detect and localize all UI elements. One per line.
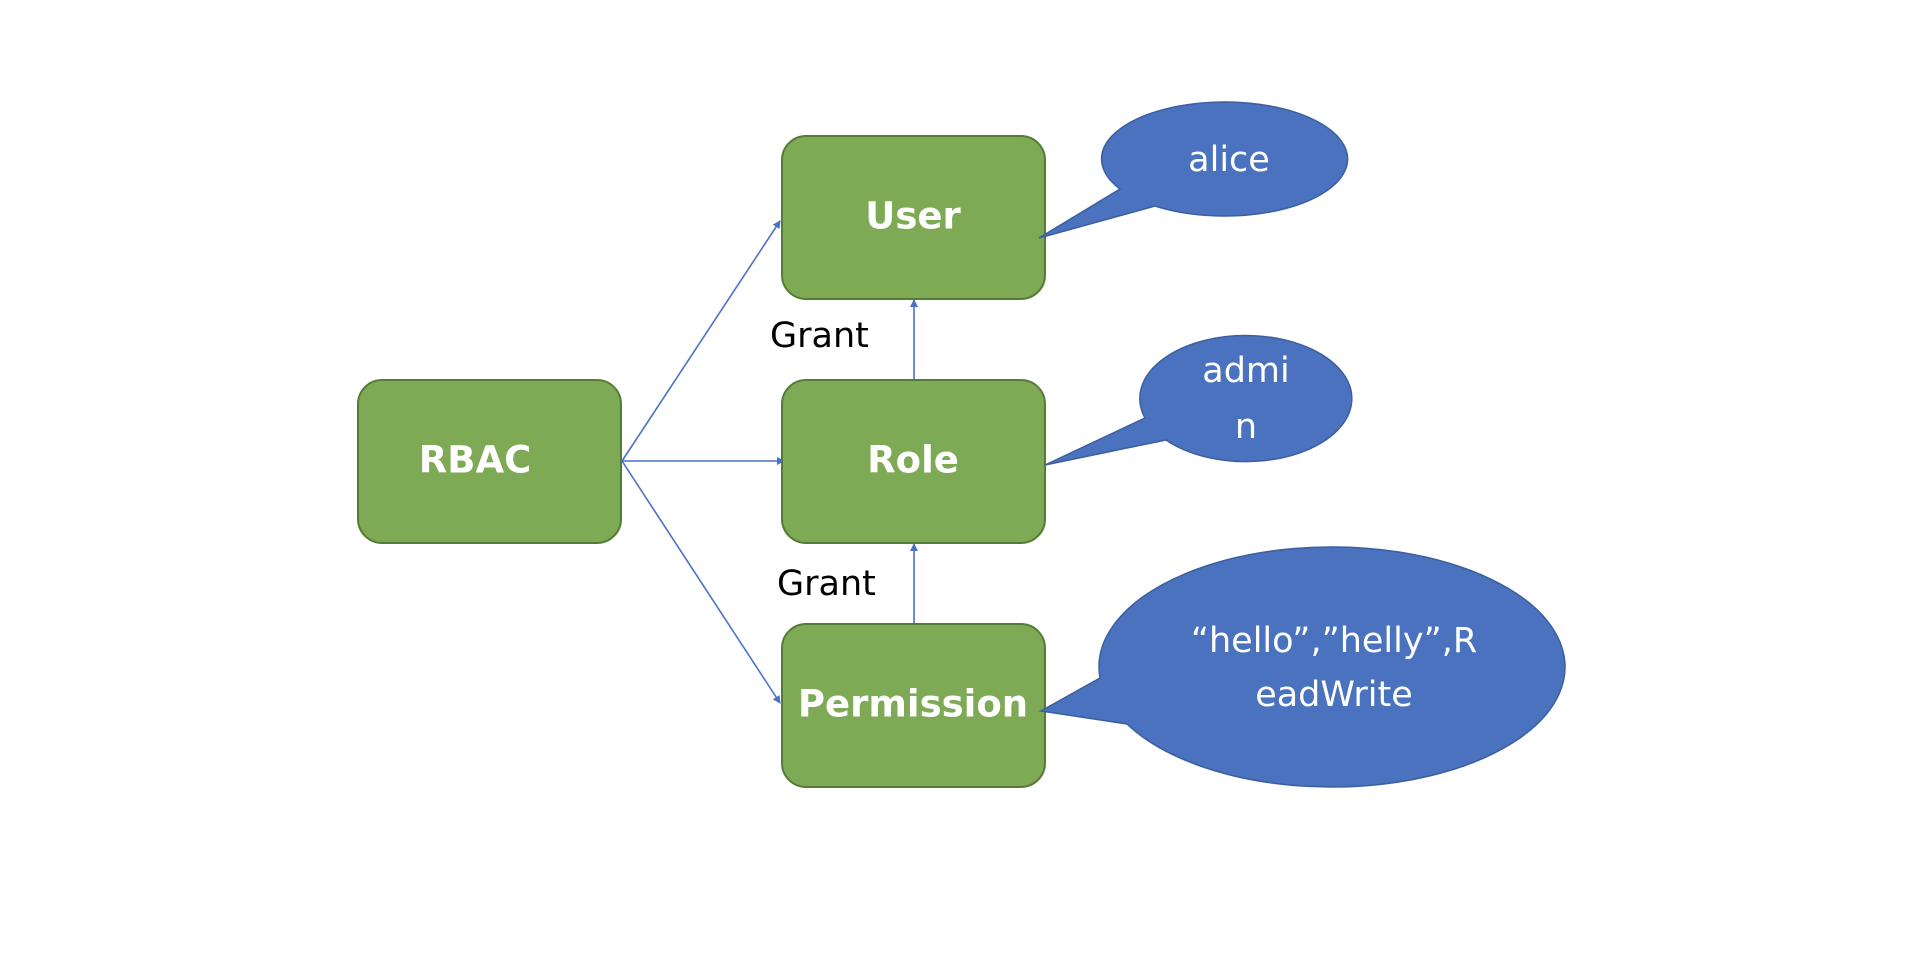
callout-permission-line-1: “hello”,”helly”,R <box>1191 621 1477 661</box>
callout-permission: “hello”,”helly”,R eadWrite <box>1038 546 1566 788</box>
node-user-label: User <box>865 195 961 238</box>
edge-label-permission-to-role: Grant <box>777 564 876 604</box>
callout-user: alice <box>1038 101 1349 239</box>
edge-rbac-to-permission <box>621 460 781 704</box>
callout-permission-line-2: eadWrite <box>1255 675 1413 715</box>
node-user: User <box>781 135 1046 300</box>
node-rbac: RBAC <box>357 379 622 544</box>
callout-role: admi n <box>1044 334 1353 466</box>
node-permission: Permission <box>781 623 1046 788</box>
callout-role-line-1: admi <box>1202 351 1289 391</box>
callout-user-line-1: alice <box>1188 140 1270 180</box>
node-role: Role <box>781 379 1046 544</box>
callout-role-line-2: n <box>1235 407 1257 447</box>
node-role-label: Role <box>867 439 959 482</box>
edge-label-role-to-user: Grant <box>770 316 869 356</box>
edge-rbac-to-user <box>621 220 781 462</box>
node-permission-label: Permission <box>798 683 1028 726</box>
node-rbac-label: RBAC <box>419 439 531 482</box>
